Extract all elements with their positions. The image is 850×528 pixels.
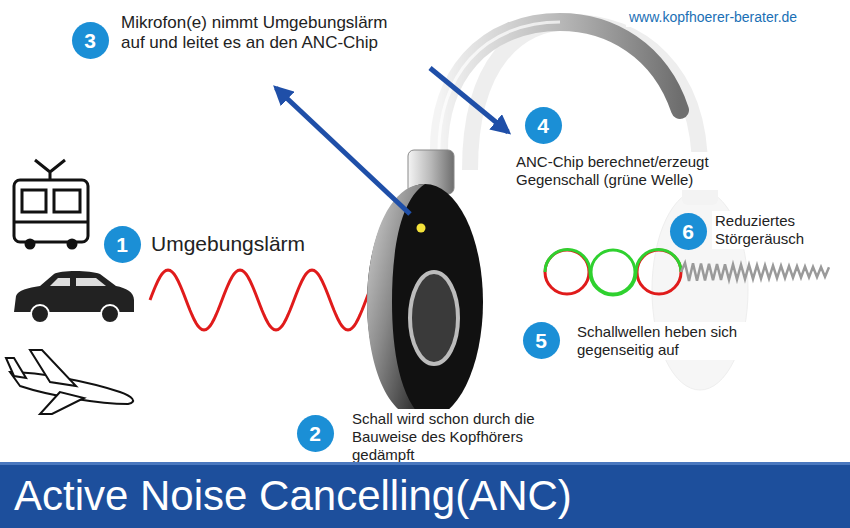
callout-number: 1 [116, 234, 128, 255]
callout-circle: 3 [72, 22, 109, 59]
callout-circle: 2 [297, 415, 334, 452]
title: Active Noise Cancelling(ANC) [14, 471, 572, 521]
pointer-arrow [276, 88, 410, 214]
callout-number: 5 [535, 330, 547, 351]
tram-icon [14, 160, 88, 248]
callout-text: Umgebungslärm [148, 230, 308, 257]
callout-circle: 1 [104, 226, 141, 263]
plane-icon [6, 350, 133, 414]
callout-text: Mikrofon(e) nimmt Umgebungslärm auf und … [118, 12, 414, 55]
callout-text: ANC-Chip berechnet/erzeugt Gegenschall (… [513, 152, 744, 190]
cancel-waves [545, 250, 681, 296]
callout-number: 4 [537, 115, 549, 136]
callout-number: 3 [84, 30, 96, 51]
callout-text: Schall wird schon durch die Bauweise des… [349, 409, 585, 465]
microphone-dot [417, 224, 426, 233]
callout-text: Reduziertes Störgeräusch [712, 211, 843, 249]
callout-number: 6 [682, 221, 694, 242]
callout-circle: 5 [523, 322, 560, 359]
title-band: Active Noise Cancelling(ANC) [0, 462, 850, 528]
callout-circle: 6 [670, 213, 707, 250]
watermark: www.kopfhoerer-berater.de [626, 8, 800, 27]
reduced-noise-wave [681, 263, 829, 281]
callout-circle: 4 [525, 107, 562, 144]
car-icon [14, 271, 134, 323]
callout-text: Schallwellen heben sich gegenseitig auf [574, 322, 790, 360]
pointer-arrow [430, 68, 508, 132]
callout-number: 2 [309, 423, 321, 444]
